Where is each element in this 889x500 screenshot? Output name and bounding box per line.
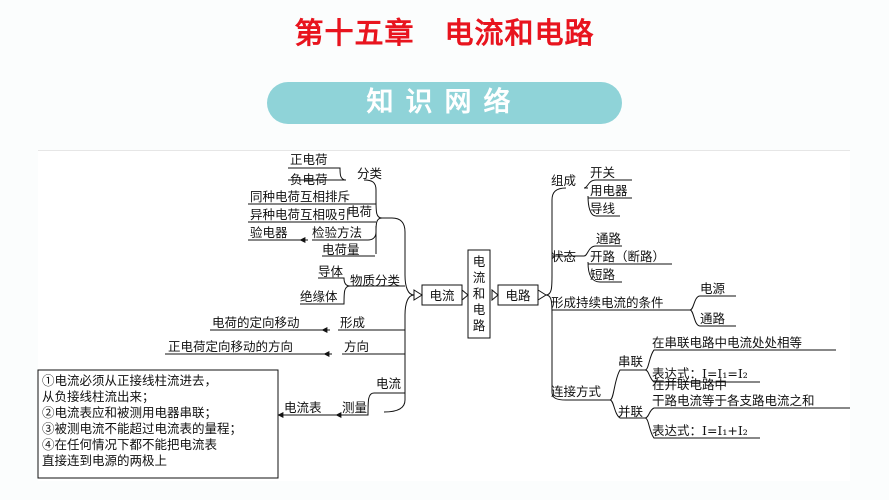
ammeter-rule-3: ③被测电流不能超过电流表的量程；	[42, 421, 242, 436]
current-sub-label: 电流	[376, 376, 402, 391]
ammeter-label: 电流表	[284, 400, 322, 415]
center-char-4: 电	[473, 302, 486, 317]
classify-label: 分类	[357, 166, 383, 181]
circuit-label: 电路	[505, 288, 531, 303]
formation-definition: 电荷的定向移动	[212, 315, 300, 330]
charge-quantity: 电荷量	[322, 242, 360, 257]
section-banner: 知识网络	[267, 82, 622, 124]
center-char-3: 和	[473, 286, 486, 301]
arrow-to-circuit	[491, 288, 499, 302]
direction-label: 方向	[344, 339, 369, 354]
page-title: 第十五章 电流和电路	[294, 16, 595, 50]
arrow-right-tip	[537, 289, 547, 301]
ammeter-rules-box	[37, 369, 279, 479]
measure-label: 测量	[342, 400, 367, 415]
test-method: 检验方法	[312, 225, 362, 240]
brace-current	[383, 294, 415, 413]
power-source: 电源	[700, 281, 726, 296]
center-char-2: 流	[473, 270, 486, 285]
open-circuit: 开路（断路）	[590, 249, 665, 264]
conductor: 导体	[318, 264, 344, 279]
appliance: 用电器	[590, 183, 628, 198]
brace-circuit-top	[545, 187, 567, 296]
ammeter-rule-1: ①电流必须从正接线柱流进去，	[42, 373, 217, 388]
center-char-5: 路	[473, 318, 486, 333]
center-box	[467, 249, 491, 339]
charge-label: 电荷	[347, 204, 372, 219]
brace-charge	[391, 217, 415, 296]
switch: 开关	[590, 165, 615, 180]
like-charges-repel: 同种电荷互相排斥	[250, 189, 350, 204]
parallel-definition-2: 干路电流等于各支路电流之和	[652, 393, 815, 408]
insulator: 绝缘体	[300, 289, 338, 304]
state-label: 状态	[551, 249, 576, 264]
material-class-label: 物质分类	[350, 273, 401, 288]
brace-circuit-bottom	[545, 294, 567, 401]
ammeter-rule-4b: 直接连到电源的两极上	[42, 453, 167, 468]
closed-circuit: 通路	[596, 231, 622, 246]
closed-path: 通路	[700, 311, 726, 326]
wire: 导线	[590, 201, 616, 216]
electroscope: 验电器	[250, 225, 288, 240]
series-definition: 在串联电路中电流处处相等	[652, 335, 802, 350]
negative-charge: 负电荷	[290, 172, 328, 187]
center-char-1: 电	[473, 254, 486, 269]
ammeter-rule-2: ②电流表应和被测用电器串联；	[42, 405, 217, 420]
series-label: 串联	[618, 354, 644, 369]
formation-label: 形成	[340, 315, 365, 330]
direction-definition: 正电荷定向移动的方向	[168, 339, 293, 354]
ammeter-rule-4: ④在任何情况下都不能把电流表	[42, 437, 218, 452]
series-formula: 表达式：I=I₁=I₂	[652, 366, 748, 381]
parallel-label: 并联	[618, 404, 644, 419]
short-circuit: 短路	[590, 267, 616, 282]
condition-label: 形成持续电流的条件	[551, 295, 664, 310]
arrow-to-current	[461, 288, 469, 302]
parallel-formula: 表达式：I=I₁+I₂	[652, 423, 748, 438]
diagram-panel	[38, 150, 850, 481]
unlike-charges-attract: 异种电荷互相吸引	[250, 207, 350, 222]
ammeter-rule-1b: 从负接线柱流出来；	[42, 389, 155, 404]
composition-label: 组成	[551, 173, 576, 188]
current-label: 电流	[429, 288, 455, 303]
connection-label: 连接方式	[551, 384, 602, 399]
parallel-definition-1: 在并联电路中	[652, 377, 727, 392]
arrow-left-tip	[413, 289, 423, 301]
positive-charge: 正电荷	[290, 152, 328, 167]
